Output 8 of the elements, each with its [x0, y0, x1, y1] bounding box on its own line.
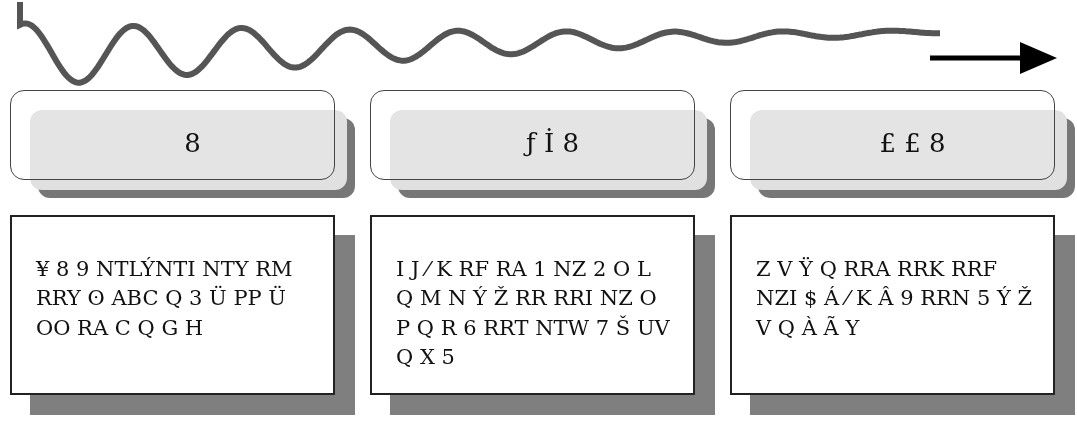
- step-description: ¥ 8 9 NTLÝNTI NTY RM RRY ʘ ABC Q 3 Ü PP Ü OO RA C Q G H: [36, 256, 294, 342]
- step-title: £ £ 8: [879, 128, 946, 158]
- header-box: [370, 90, 695, 180]
- step-title: 8: [184, 128, 201, 158]
- header-box: [730, 90, 1055, 180]
- step-description: I J ⁄ K RF RA 1 NZ 2 O L Q M N Ý Ž RR RRI NZ O P Q R 6 RRT NTW 7 Š UV Q X 5: [396, 256, 671, 372]
- step-description: Z V Ÿ Q RRA RRK RRF NZI $ Á ⁄ K Â 9 RRN 5 Ý Ž V Q À Ã Y: [756, 256, 1033, 342]
- header-box: [10, 90, 335, 180]
